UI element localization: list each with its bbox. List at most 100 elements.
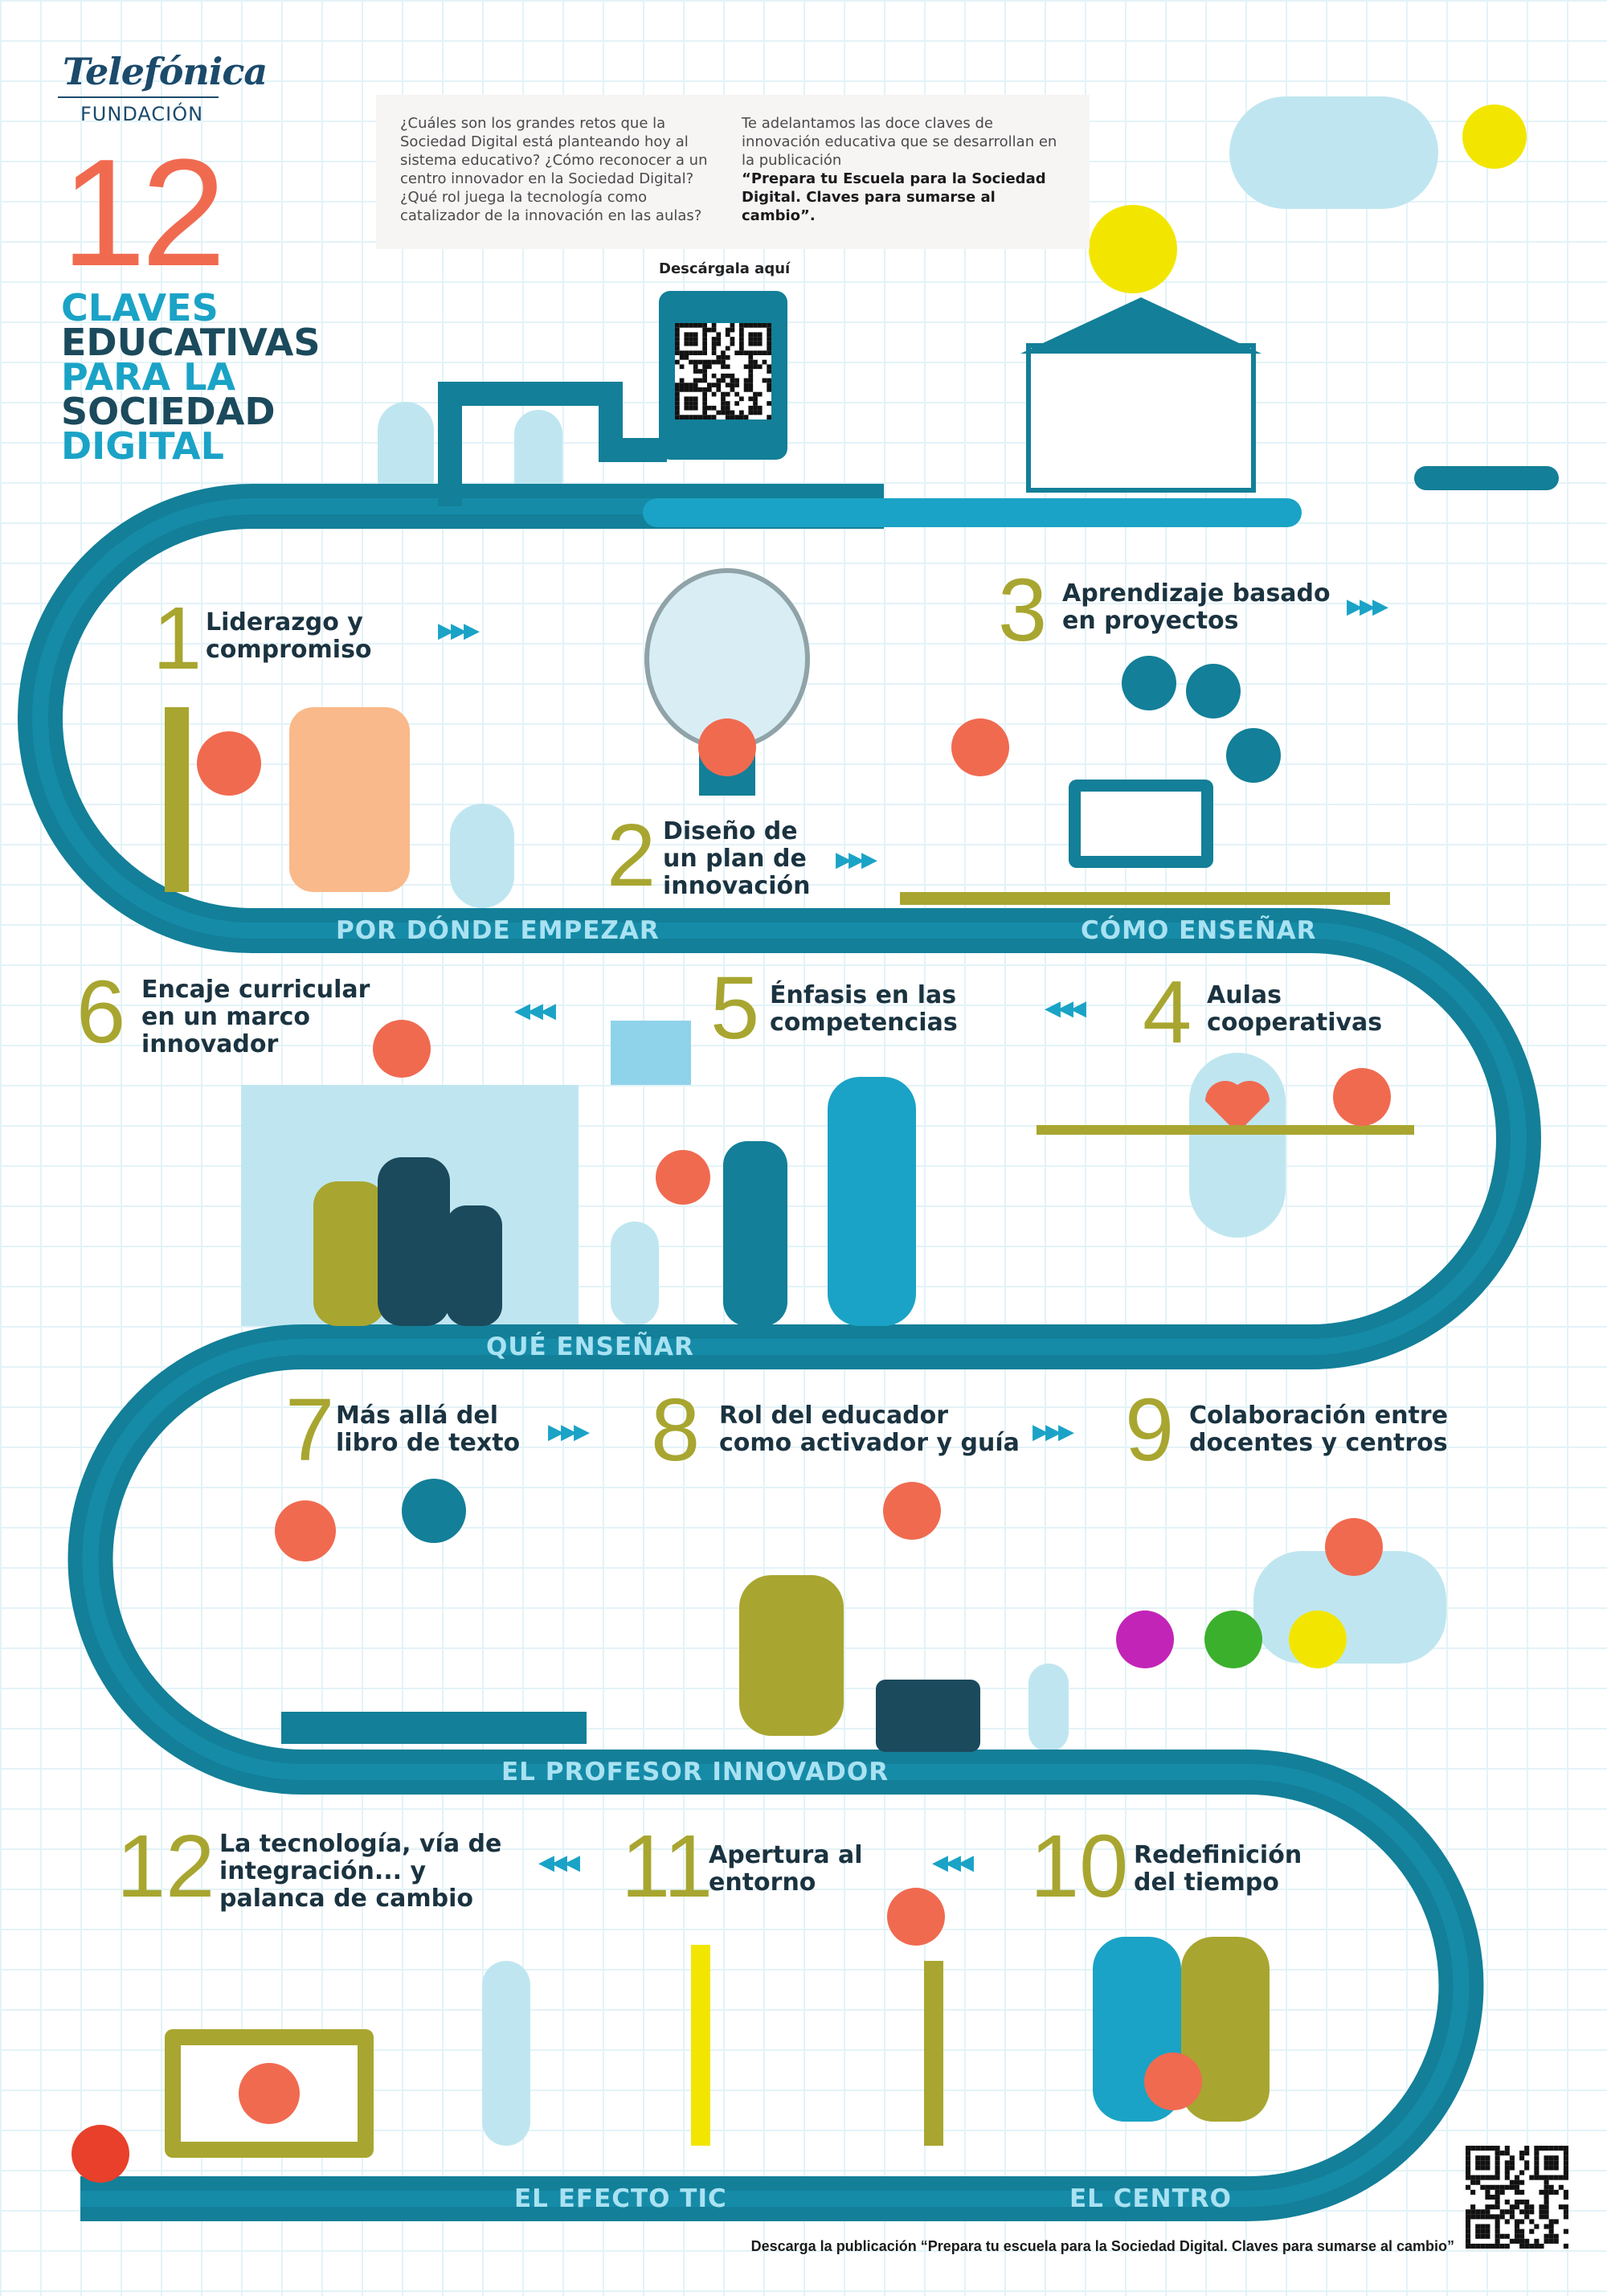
- qr-module: [1466, 2160, 1471, 2166]
- qr-module: [1495, 2165, 1500, 2171]
- qr-module: [1558, 2204, 1564, 2210]
- qr-module: [1466, 2224, 1471, 2229]
- fundacion-telefonica-logo: Telefónica FUNDACIÓN: [58, 50, 268, 125]
- qr-module: [716, 355, 722, 360]
- qr-module: [1504, 2243, 1510, 2249]
- qr-module: [697, 323, 703, 328]
- qr-module: [725, 346, 730, 351]
- qr-module: [1480, 2243, 1486, 2249]
- qr-module: [1470, 2214, 1476, 2220]
- qr-module: [1466, 2146, 1471, 2151]
- qr-module: [725, 401, 730, 406]
- section-label: CÓMO ENSEÑAR: [1081, 916, 1317, 945]
- qr-module: [1563, 2189, 1568, 2195]
- qr-module: [739, 410, 744, 415]
- qr-module: [1495, 2189, 1500, 2195]
- qr-module: [1519, 2170, 1525, 2175]
- arrow-up-shape: [691, 1945, 710, 2146]
- qr-module: [730, 337, 735, 342]
- qr-module: [1495, 2228, 1500, 2234]
- qr-module: [697, 378, 703, 383]
- section-label: POR DÓNDE EMPEZAR: [336, 916, 660, 945]
- qr-module: [716, 337, 722, 342]
- qr-module: [707, 405, 712, 411]
- qr-module: [730, 323, 735, 328]
- qr-module: [1539, 2189, 1544, 2195]
- qr-module: [1534, 2170, 1540, 2175]
- pipe: [1037, 1125, 1414, 1135]
- qr-module: [721, 364, 726, 370]
- qr-module: [1524, 2160, 1530, 2166]
- cloud-maze: [1229, 96, 1438, 209]
- person-figure: [446, 1205, 502, 1326]
- qr-module: [1544, 2238, 1549, 2244]
- qr-module: [702, 405, 707, 411]
- computer-screen: [1081, 792, 1201, 856]
- logo-sub: FUNDACIÓN: [80, 103, 204, 125]
- qr-module: [748, 364, 754, 370]
- top-platform: [643, 498, 1302, 527]
- qr-module: [702, 401, 707, 406]
- qr-module: [711, 350, 717, 355]
- qr-module: [730, 378, 735, 383]
- qr-module: [675, 410, 680, 415]
- intro-questions: ¿Cuáles son los grandes retos que la Soc…: [400, 115, 708, 224]
- qr-module: [1495, 2155, 1500, 2161]
- qr-module: [711, 415, 717, 420]
- qr-module: [1499, 2184, 1505, 2190]
- qr-module: [1563, 2155, 1568, 2161]
- qr-module: [743, 323, 749, 328]
- qr-module: [716, 378, 722, 383]
- qr-module: [757, 332, 763, 338]
- qr-module: [689, 332, 693, 338]
- qr-module: [1529, 2219, 1535, 2224]
- qr-module: [689, 415, 693, 420]
- qr-module: [693, 401, 698, 406]
- qr-module: [1490, 2243, 1495, 2249]
- qr-module: [1563, 2151, 1568, 2156]
- key-title-6: Encaje curricular en un marco innovador: [141, 976, 370, 1058]
- qr-module: [1553, 2219, 1559, 2224]
- lightbulb-green: [1204, 1610, 1262, 1668]
- qr-module: [721, 355, 726, 360]
- qr-code-bottom[interactable]: [1466, 2146, 1568, 2249]
- qr-module: [725, 373, 730, 379]
- qr-module: [1475, 2233, 1481, 2239]
- qr-module: [1529, 2209, 1535, 2215]
- qr-module: [739, 323, 744, 328]
- qr-module: [753, 337, 758, 342]
- qr-module: [1539, 2243, 1544, 2249]
- qr-module: [1524, 2165, 1530, 2171]
- qr-module: [748, 323, 754, 328]
- qr-module: [1548, 2165, 1554, 2171]
- qr-module: [707, 327, 712, 333]
- qr-module: [1524, 2204, 1530, 2210]
- qr-module: [1509, 2155, 1515, 2161]
- qr-module: [748, 383, 754, 387]
- key-number: 7: [285, 1381, 335, 1480]
- qr-module: [743, 378, 749, 383]
- qr-module: [684, 337, 689, 342]
- key-title-12: La tecnología, vía de integración... y p…: [219, 1830, 502, 1913]
- qr-module: [1475, 2209, 1481, 2215]
- qr-module: [697, 369, 703, 374]
- qr-code-top[interactable]: [675, 323, 771, 420]
- qr-module: [725, 415, 730, 420]
- qr-module: [679, 383, 685, 387]
- qr-module: [1548, 2219, 1554, 2224]
- qr-module: [730, 383, 735, 387]
- title-line: CLAVES: [61, 286, 219, 329]
- title-line: PARA LA: [61, 355, 236, 399]
- section-label: QUÉ ENSEÑAR: [486, 1332, 694, 1361]
- qr-module: [1470, 2243, 1476, 2249]
- qr-module: [1519, 2219, 1525, 2224]
- qr-module: [1514, 2175, 1520, 2180]
- qr-module: [702, 332, 707, 338]
- lightbulb-yellow: [1289, 1610, 1347, 1668]
- title-line: EDUCATIVAS: [61, 321, 321, 364]
- qr-module: [739, 396, 744, 402]
- qr-module: [1480, 2175, 1486, 2180]
- qr-module: [743, 364, 749, 370]
- qr-module: [1495, 2160, 1500, 2166]
- building-shape: [1028, 1664, 1069, 1752]
